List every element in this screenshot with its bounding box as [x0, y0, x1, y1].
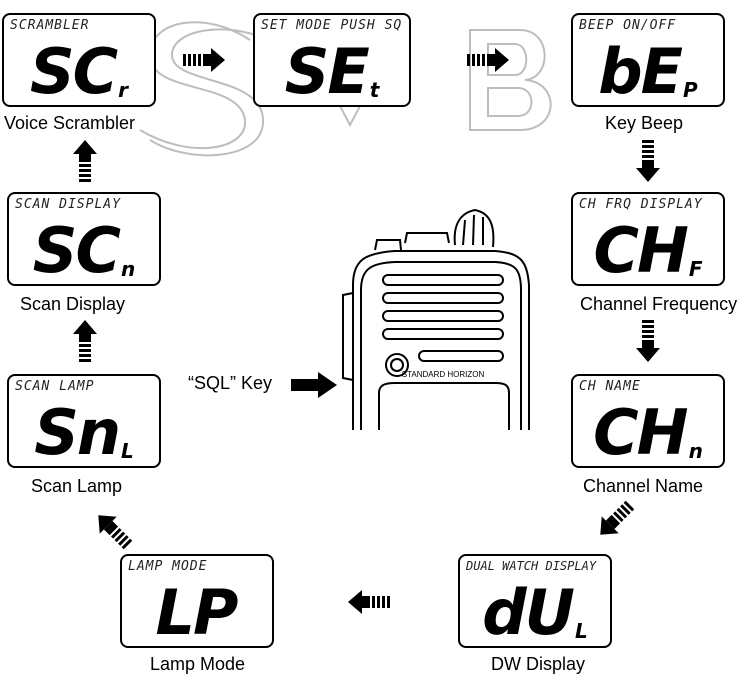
caption-scan-display: Scan Display: [20, 294, 126, 314]
lcd-top-text: CH FRQ DISPLAY: [579, 197, 703, 212]
sql-key-arrow: [291, 372, 337, 398]
lcd-sub-text: r: [118, 78, 129, 102]
radio-illustration: STANDARD HORIZON: [342, 208, 530, 430]
lcd-sub-text: L: [574, 619, 588, 643]
lcd-top-text: DUAL WATCH DISPLAY: [466, 559, 597, 573]
lcd-main-text: dU: [482, 576, 575, 648]
arrow-chname-to-dw: [591, 496, 639, 544]
arrow-lamp-to-scanlamp: [89, 506, 137, 554]
lcd-top-text: CH NAME: [579, 379, 641, 394]
lcd-main-text: SC: [32, 214, 121, 286]
arrow-set-to-beep: [467, 48, 509, 72]
lcd-main-text: Sn: [34, 396, 121, 468]
lcd-main-text: LP: [155, 576, 239, 648]
lcd-sub-text: F: [688, 257, 703, 281]
arrow-dw-to-lamp: [348, 590, 390, 614]
lcd-top-text: LAMP MODE: [128, 559, 208, 574]
lcd-main-text: SC: [29, 35, 118, 107]
caption-dw-display: DW Display: [491, 654, 586, 674]
arrow-chfrq-to-chname: [636, 320, 660, 362]
arrow-scandisplay-to-scrambler: [73, 140, 97, 182]
caption-voice-scrambler: Voice Scrambler: [4, 113, 136, 133]
lcd-sub-text: n: [120, 257, 136, 281]
caption-scan-lamp: Scan Lamp: [31, 476, 123, 496]
lcd-set-mode: SET MODE PUSH SQ KEY SEt: [253, 13, 411, 107]
lcd-top-text: SET MODE PUSH SQ KEY: [261, 18, 409, 33]
arrow-scanlamp-to-scandisplay: [73, 320, 97, 362]
caption-lamp-mode: Lamp Mode: [150, 654, 246, 674]
arrow-beep-to-chfrq: [636, 140, 660, 182]
lcd-sub-text: L: [121, 439, 134, 463]
caption-channel-frequency: Channel Frequency: [580, 294, 738, 314]
lcd-top-text: BEEP ON/OFF: [579, 18, 677, 33]
lcd-lamp-mode: LAMP MODE LP: [120, 554, 274, 648]
lcd-sub-text: n: [688, 439, 703, 463]
lcd-top-text: SCAN LAMP: [15, 379, 95, 394]
lcd-top-text: SCAN DISPLAY: [15, 197, 121, 212]
lcd-top-text: SCRAMBLER: [10, 18, 90, 33]
lcd-sub-text: t: [369, 78, 380, 102]
caption-key-beep: Key Beep: [605, 113, 684, 133]
radio-brand-text: STANDARD HORIZON: [402, 370, 485, 379]
caption-channel-name: Channel Name: [583, 476, 704, 496]
lcd-main-text: CH: [593, 396, 688, 468]
lcd-main-text: bE: [598, 35, 683, 107]
lcd-main-text: CH: [593, 214, 688, 286]
arrow-scrambler-to-set: [183, 48, 225, 72]
lcd-sub-text: P: [683, 78, 698, 102]
sql-key-label: “SQL” Key: [188, 373, 273, 393]
lcd-main-text: SE: [284, 35, 370, 107]
